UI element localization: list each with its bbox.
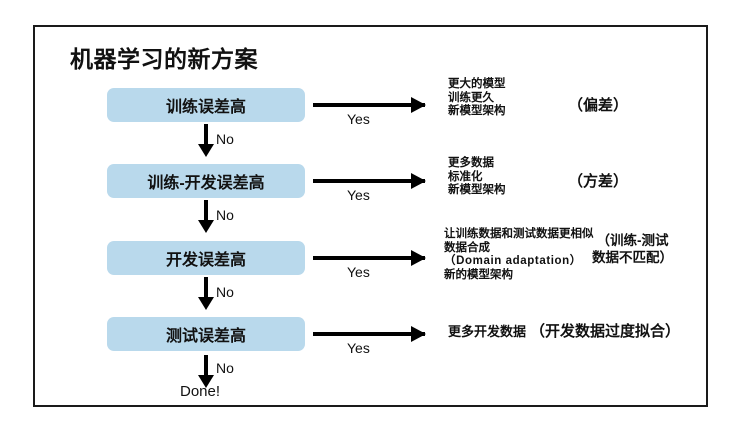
yes-arrow-2	[313, 173, 426, 189]
yes-label-3: Yes	[347, 264, 370, 280]
action-item: 更大的模型	[448, 78, 506, 90]
cause-label-data-mismatch: （训练-测试 数据不匹配）	[592, 232, 673, 266]
yes-label-2: Yes	[347, 187, 370, 203]
action-item: 训练更久	[448, 91, 494, 104]
actions-4: 更多开发数据	[448, 325, 526, 339]
done-label: Done!	[180, 383, 221, 400]
action-item: 更多开发数据	[448, 324, 527, 339]
yes-arrow-3	[313, 250, 426, 266]
action-item: 新模型架构	[448, 105, 506, 117]
no-arrow-2	[198, 200, 214, 233]
cause-line-2: 数据不匹配）	[592, 250, 673, 265]
actions-3: 让训练数据和测试数据更相似 数据合成 （Domain adaptation） 新…	[444, 228, 594, 282]
decision-box-test-error[interactable]: 测试误差高	[107, 317, 305, 351]
cause-label-dev-overfit: （开发数据过度拟合）	[530, 323, 681, 340]
cause-label-bias: （偏差）	[568, 97, 629, 114]
actions-1: 更大的模型 训练更久 新模型架构	[448, 78, 506, 119]
action-item: 新的模型架构	[444, 268, 513, 281]
action-item: 标准化	[448, 170, 483, 183]
cause-label-variance: （方差）	[568, 173, 629, 190]
yes-arrow-1	[313, 97, 426, 113]
action-item: 让训练数据和测试数据更相似	[444, 228, 594, 240]
actions-2: 更多数据 标准化 新模型架构	[448, 157, 506, 198]
yes-label-4: Yes	[347, 340, 370, 356]
no-label-1: No	[216, 131, 234, 147]
decision-box-train-dev-error[interactable]: 训练-开发误差高	[107, 164, 305, 198]
action-item: 更多数据	[448, 157, 494, 169]
decision-box-training-error[interactable]: 训练误差高	[107, 88, 305, 122]
action-item: 新模型架构	[448, 184, 506, 196]
decision-box-dev-error[interactable]: 开发误差高	[107, 241, 305, 275]
action-item: （Domain adaptation）	[444, 255, 582, 267]
no-arrow-1	[198, 124, 214, 157]
yes-arrow-4	[313, 326, 426, 342]
no-label-2: No	[216, 207, 234, 223]
no-arrow-3	[198, 277, 214, 310]
no-label-3: No	[216, 284, 234, 300]
action-item: 数据合成	[444, 241, 490, 254]
no-label-4: No	[216, 360, 234, 376]
no-arrow-4	[198, 355, 214, 388]
page-title: 机器学习的新方案	[70, 46, 258, 72]
cause-line-1: （训练-测试	[596, 233, 669, 248]
yes-label-1: Yes	[347, 111, 370, 127]
